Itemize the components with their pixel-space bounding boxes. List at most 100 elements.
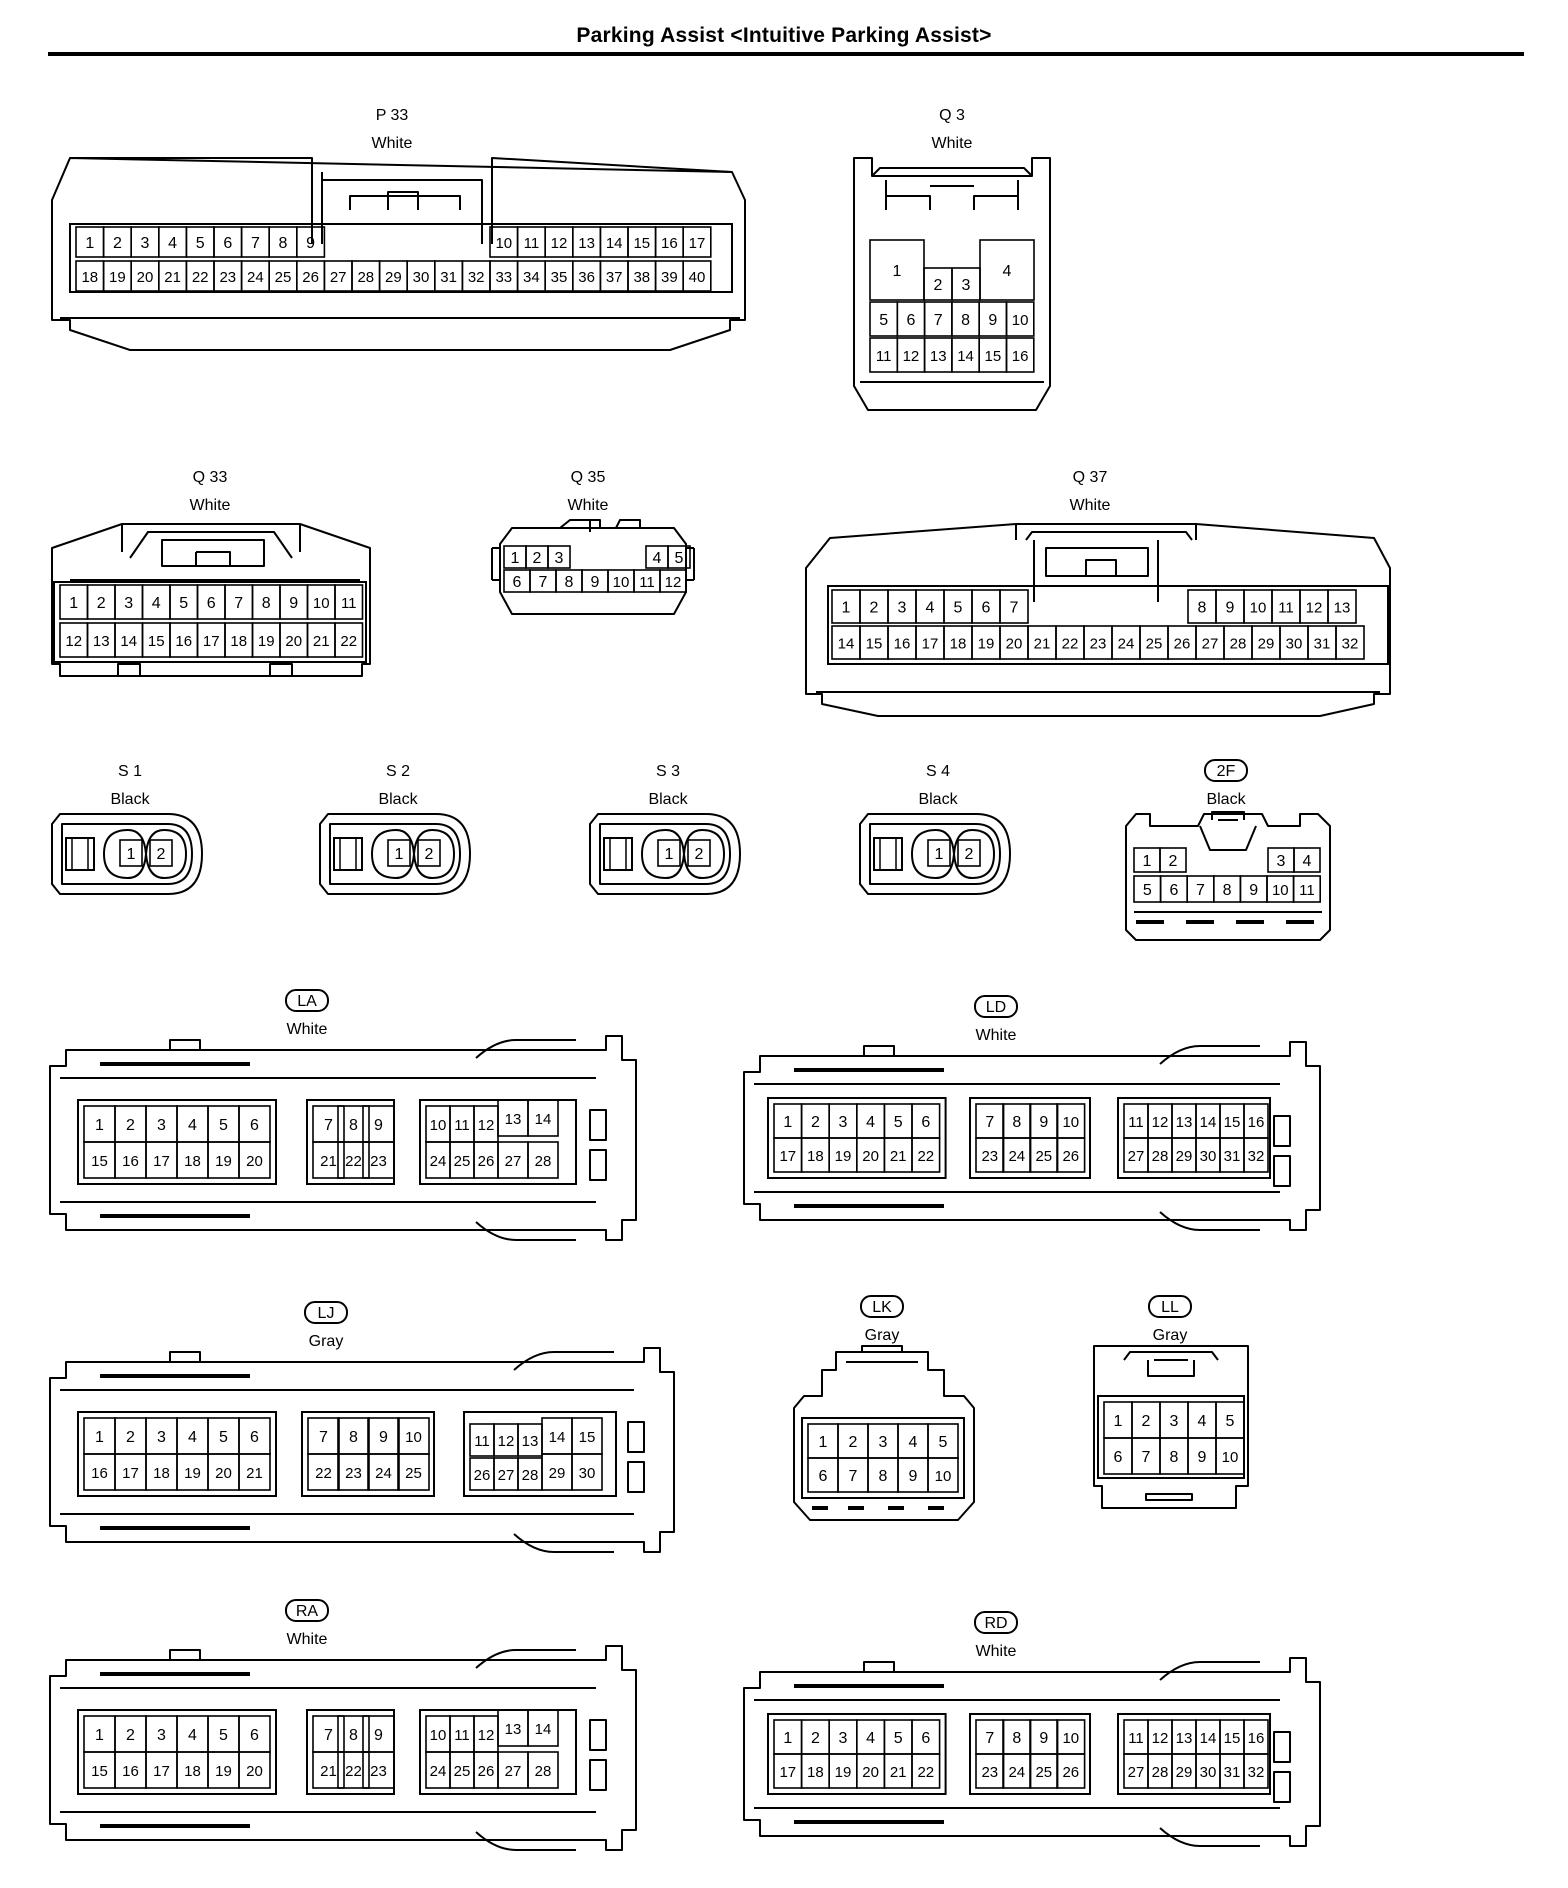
pin-number: 3 xyxy=(879,1434,888,1451)
pin-number: 24 xyxy=(1008,1764,1025,1781)
connector-id-badge xyxy=(974,995,1018,1018)
connector-id: LL xyxy=(1161,1299,1179,1316)
pin-number: 33 xyxy=(495,269,512,286)
pin-number: 13 xyxy=(930,348,947,365)
pin-number: 2 xyxy=(533,550,542,567)
pin-number: 7 xyxy=(985,1114,994,1131)
pin-number: 10 xyxy=(1222,1449,1239,1466)
pin-number: 2 xyxy=(97,595,106,612)
pin-number: 1 xyxy=(783,1114,792,1131)
pin-number: 6 xyxy=(250,1429,259,1446)
pin-number: 19 xyxy=(258,633,275,650)
pin-number: 25 xyxy=(1146,636,1163,653)
connector-id: 2F xyxy=(1217,763,1236,780)
pin-number: 13 xyxy=(578,235,595,252)
pin-number: 24 xyxy=(375,1465,392,1482)
pin-number: 32 xyxy=(1248,1148,1265,1165)
pin-number: 23 xyxy=(219,269,236,286)
pin-number: 25 xyxy=(454,1763,471,1780)
pin-number: 4 xyxy=(653,550,662,567)
pin-number: 9 xyxy=(909,1468,918,1485)
pin-number: 6 xyxy=(1114,1449,1123,1466)
pin-number: 8 xyxy=(879,1468,888,1485)
pin-number: 10 xyxy=(613,574,630,591)
pin-number: 1 xyxy=(819,1434,828,1451)
pin-number: 2 xyxy=(126,1727,135,1744)
pin-number: 2 xyxy=(695,846,704,863)
pin-number: 27 xyxy=(1128,1148,1145,1165)
page-title: Parking Assist <Intuitive Parking Assist… xyxy=(576,24,992,47)
pin-number: 19 xyxy=(215,1763,232,1780)
connector-color: Gray xyxy=(865,1327,900,1344)
pin-number: 10 xyxy=(313,595,330,612)
pin-number: 23 xyxy=(1090,636,1107,653)
connector-id: S 2 xyxy=(386,763,410,780)
pin-number: 14 xyxy=(957,348,974,365)
pin-number: 1 xyxy=(95,1727,104,1744)
pin-number: 11 xyxy=(524,235,540,252)
pin-number: 11 xyxy=(454,1727,470,1744)
pin-number: 6 xyxy=(921,1114,930,1131)
pin-number: 28 xyxy=(1230,636,1247,653)
pin-number: 13 xyxy=(1176,1114,1193,1131)
pin-number: 2 xyxy=(811,1114,820,1131)
pin-number: 12 xyxy=(478,1727,495,1744)
pin-number: 7 xyxy=(324,1117,333,1134)
pin-number: 29 xyxy=(1176,1148,1193,1165)
pin-number: 16 xyxy=(894,636,911,653)
connector-id: LJ xyxy=(318,1305,335,1322)
pin-number: 21 xyxy=(313,633,330,650)
pin-number: 7 xyxy=(1010,600,1019,617)
pin-number: 5 xyxy=(675,550,684,567)
pin-number: 20 xyxy=(137,269,154,286)
pin-number: 6 xyxy=(250,1727,259,1744)
title-rule xyxy=(48,52,1524,56)
pin-number: 10 xyxy=(1062,1114,1079,1131)
pin-number: 32 xyxy=(1342,636,1359,653)
pin-number: 8 xyxy=(349,1429,358,1446)
pin-number: 3 xyxy=(962,277,971,294)
pin-number: 16 xyxy=(1248,1730,1265,1747)
pin-number: 4 xyxy=(1003,263,1012,280)
pin-number: 37 xyxy=(606,269,623,286)
pin-number: 9 xyxy=(306,235,315,252)
pin-number: 20 xyxy=(1006,636,1023,653)
pin-number: 17 xyxy=(779,1764,796,1781)
pin-number: 25 xyxy=(405,1465,422,1482)
pin-number: 18 xyxy=(153,1465,170,1482)
pin-number: 28 xyxy=(357,269,374,286)
pin-number: 1 xyxy=(842,600,851,617)
pin-number: 5 xyxy=(939,1434,948,1451)
pin-number: 10 xyxy=(1062,1730,1079,1747)
connector-color: Black xyxy=(918,791,958,808)
pin-number: 38 xyxy=(633,269,650,286)
pin-number: 15 xyxy=(1224,1114,1241,1131)
connector-id: RD xyxy=(984,1615,1007,1632)
pin-number: 32 xyxy=(468,269,485,286)
pin-number: 27 xyxy=(330,269,347,286)
pin-number: 18 xyxy=(184,1153,201,1170)
pin-number: 16 xyxy=(1012,348,1029,365)
pin-number: 2 xyxy=(126,1117,135,1134)
pin-number: 8 xyxy=(1012,1114,1021,1131)
pin-number: 4 xyxy=(152,595,161,612)
pin-number: 2 xyxy=(965,846,974,863)
pin-number: 19 xyxy=(184,1465,201,1482)
connector-id-badge xyxy=(1148,1295,1192,1318)
pin-number: 17 xyxy=(922,636,939,653)
connector-id: S 3 xyxy=(656,763,680,780)
connector-color: White xyxy=(976,1027,1017,1044)
pin-number: 9 xyxy=(1039,1114,1048,1131)
pin-number: 29 xyxy=(385,269,402,286)
pin-number: 13 xyxy=(1334,600,1351,617)
pin-number: 27 xyxy=(1128,1764,1145,1781)
pin-number: 39 xyxy=(661,269,678,286)
pin-number: 22 xyxy=(917,1148,934,1165)
pin-number: 4 xyxy=(188,1117,197,1134)
pin-number: 9 xyxy=(1249,882,1258,899)
